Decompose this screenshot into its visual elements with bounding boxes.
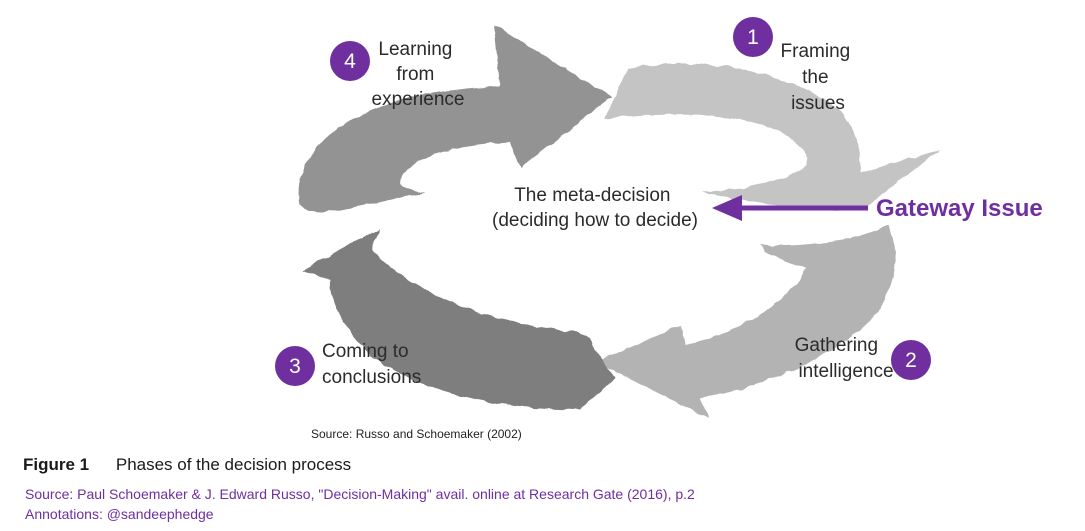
arrow-learning [298,25,612,213]
arrow-gathering [597,225,896,418]
phase-1-number: 1 [747,26,759,49]
phase-1-label: Framing the issues [781,41,856,114]
figure-caption: Figure 1 Phases of the decision process [23,455,351,475]
phase-2-label: Gathering intelligence [795,335,894,382]
gateway-arrow-head [712,195,742,221]
credit-source: Source: Paul Schoemaker & J. Edward Russ… [25,486,695,502]
phase-4-number: 4 [344,50,356,73]
phase-4-badge [330,41,370,81]
decision-cycle-diagram: 1 Framing the issues 2 Gathering intelli… [275,17,1043,441]
arrow-conclusions [303,228,615,410]
phase-3-badge [275,346,315,386]
figure-title: Phases of the decision process [115,455,352,474]
gateway-label: Gateway Issue [876,195,1043,222]
phase-3-number: 3 [289,355,301,378]
phase-4-label: Learning from experience [372,39,465,110]
phase-1-badge [733,17,773,57]
phase-3-label: Coming to conclusions [322,341,421,388]
arrow-framing [605,63,940,211]
phase-2-badge [891,340,931,380]
credit-annotations: Annotations: @sandeephedge [25,506,214,522]
diagram-source: Source: Russo and Schoemaker (2002) [311,427,522,441]
figure-number: Figure 1 [23,455,90,474]
phase-2-number: 2 [905,349,917,372]
center-label: The meta-decision (deciding how to decid… [492,185,698,231]
